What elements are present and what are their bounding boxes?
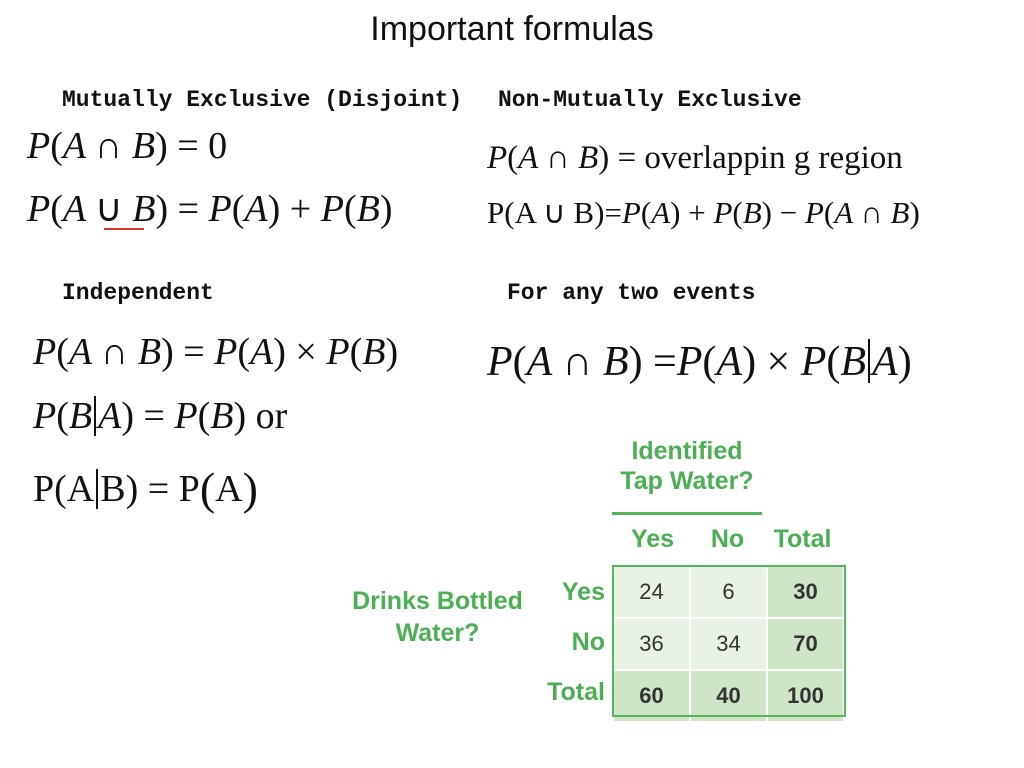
- table-row: 24 6 30: [612, 565, 845, 619]
- table-column-group-title: Identified Tap Water?: [612, 436, 762, 496]
- table-cell: 30: [766, 565, 845, 619]
- red-underline-mark: [104, 228, 144, 230]
- column-header-no: No: [710, 525, 745, 553]
- table-row-group-title: Drinks Bottled Water?: [340, 585, 535, 649]
- col-group-title-line1: Identified: [631, 437, 743, 465]
- col-group-title-line2: Tap Water?: [620, 467, 754, 495]
- table-cell: 36: [612, 617, 691, 671]
- column-group-underline: [612, 512, 762, 515]
- formula-me-intersection: P(A ∩ B) = 0: [27, 125, 228, 167]
- formula-nme-intersection: P(A ∩ B) = overlappin g region: [487, 140, 903, 176]
- row-group-title-line2: Water?: [395, 619, 480, 647]
- table-row: 36 34 70: [612, 617, 845, 671]
- section-heading-non-mutually-exclusive: Non-Mutually Exclusive: [498, 87, 802, 113]
- section-heading-any-two-events: For any two events: [507, 280, 756, 306]
- formula-nme-union: P(A ∪ B)=P(A) + P(B) − P(A ∩ B): [487, 195, 920, 230]
- formula-independent-intersection: P(A ∩ B) = P(A) × P(B): [33, 331, 399, 373]
- column-header-total: Total: [773, 525, 832, 553]
- formula-me-intersection-rhs: 0: [208, 125, 228, 167]
- table-cell: 60: [612, 669, 691, 723]
- formula-me-union: P(A ∪ B) = P(A) + P(B): [27, 188, 393, 230]
- column-header-yes: Yes: [630, 525, 675, 553]
- page-title: Important formulas: [370, 10, 654, 48]
- row-header-no: No: [571, 628, 605, 656]
- or-word: or: [255, 395, 288, 437]
- table-cell: 24: [612, 565, 691, 619]
- contingency-table: 24 6 30 36 34 70 60 40 100: [612, 565, 845, 723]
- table-cell: 6: [689, 565, 768, 619]
- section-heading-mutually-exclusive: Mutually Exclusive (Disjoint): [62, 87, 463, 113]
- row-header-total: Total: [547, 678, 605, 706]
- table-cell: 40: [689, 669, 768, 723]
- table-cell: 34: [689, 617, 768, 671]
- table-cell: 100: [766, 669, 845, 723]
- row-group-title-line1: Drinks Bottled: [352, 587, 523, 615]
- section-heading-independent: Independent: [62, 280, 214, 306]
- row-header-yes: Yes: [561, 578, 605, 606]
- formula-nme-intersection-rhs: overlappin g region: [644, 140, 903, 176]
- table-row: 60 40 100: [612, 669, 845, 723]
- table-cell: 70: [766, 617, 845, 671]
